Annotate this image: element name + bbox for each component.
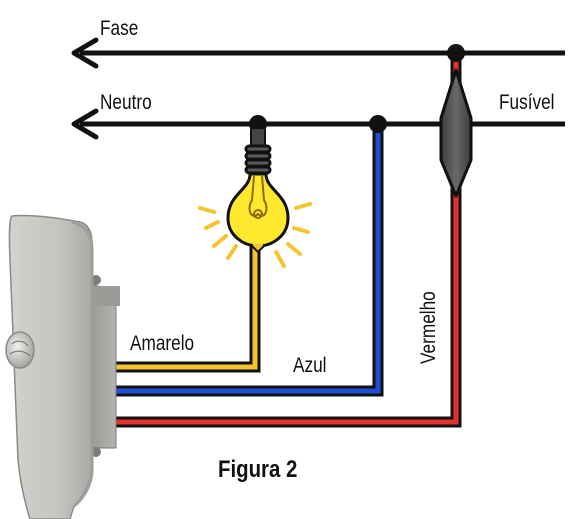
yellow-wire-label: Amarelo bbox=[130, 332, 195, 355]
sensor-lens-icon bbox=[5, 331, 35, 369]
blue-wire bbox=[112, 124, 384, 397]
fase-junction-dot bbox=[447, 44, 465, 62]
yellow-wire bbox=[112, 240, 261, 373]
fuse-label: Fusível bbox=[499, 91, 555, 114]
red-wire-label: Vermelho bbox=[417, 291, 440, 364]
neutro-label: Neutro bbox=[100, 91, 152, 114]
fase-arrow-icon bbox=[71, 37, 99, 69]
fase-label: Fase bbox=[100, 17, 139, 40]
figure-caption: Figura 2 bbox=[218, 456, 298, 483]
fuse-icon bbox=[439, 68, 473, 198]
blue-junction-dot bbox=[369, 115, 387, 133]
neutro-arrow-icon bbox=[71, 108, 99, 140]
light-bulb-icon bbox=[198, 127, 312, 268]
fase-line bbox=[71, 37, 565, 69]
neutro-line bbox=[71, 108, 565, 140]
blue-wire-label: Azul bbox=[293, 354, 327, 377]
motion-sensor-switch-icon bbox=[5, 214, 120, 519]
